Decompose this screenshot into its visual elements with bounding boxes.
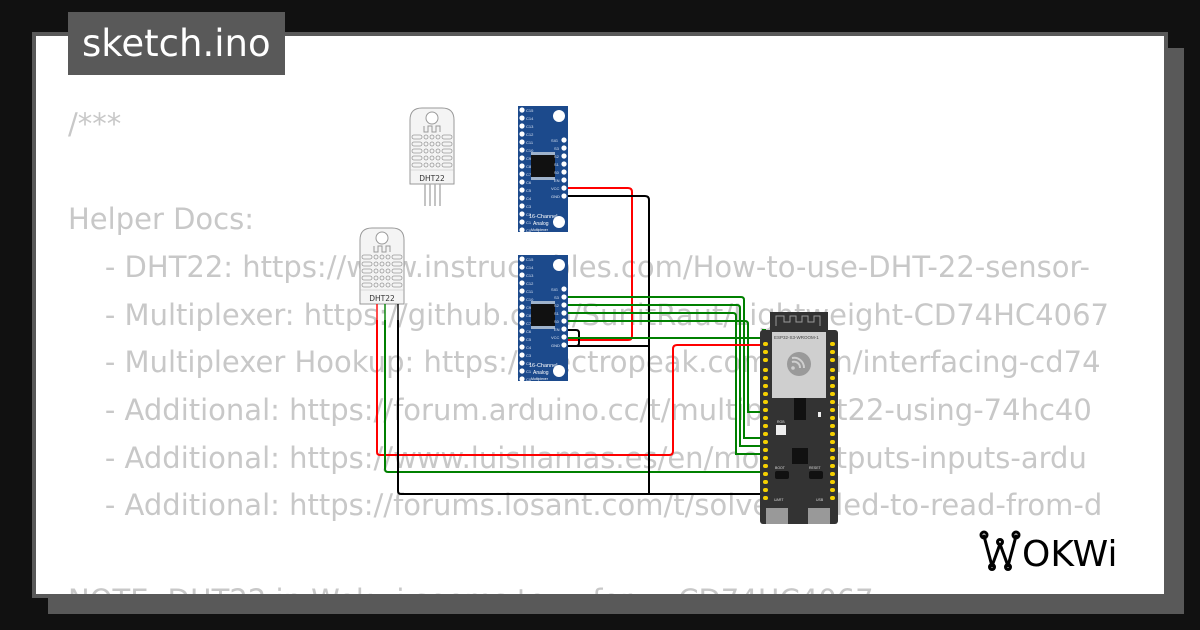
module-label: ESP32-S3-WROOM-1 bbox=[774, 335, 819, 340]
code-line: - Additional: https://www.luisllamas.es/… bbox=[68, 441, 1087, 475]
usb-port[interactable] bbox=[808, 508, 830, 524]
logo-text: OKWi bbox=[1022, 534, 1117, 575]
svg-text:DHT22: DHT22 bbox=[369, 294, 395, 303]
uart-usb-port[interactable] bbox=[766, 508, 788, 524]
multiplexer-top[interactable] bbox=[518, 106, 568, 233]
preview-panel: /*** Helper Docs: - DHT22: https://www.i… bbox=[32, 32, 1168, 598]
wokwi-logo-icon: OKWi bbox=[979, 530, 1117, 575]
svg-text:RGB: RGB bbox=[777, 420, 785, 424]
code-line: NOTE: DHT22 in Wokwi seems to ... for ..… bbox=[68, 577, 910, 594]
svg-text:UART: UART bbox=[774, 498, 784, 502]
svg-text:USB: USB bbox=[816, 498, 824, 502]
dht22-sensor-top[interactable]: DHT22 bbox=[409, 107, 455, 206]
boot-button[interactable] bbox=[775, 471, 789, 479]
code-line: - Additional: https://forum.arduino.cc/t… bbox=[68, 393, 1092, 427]
reset-button[interactable] bbox=[809, 471, 823, 479]
code-line: /*** bbox=[68, 107, 122, 141]
wifi-logo-icon bbox=[787, 352, 811, 376]
code-line: Helper Docs: bbox=[68, 202, 254, 236]
svg-text:DHT22: DHT22 bbox=[419, 174, 445, 183]
esp32-s3-board[interactable]: ESP32-S3-WROOM-1 RGB BOOT RESET UART USB bbox=[760, 312, 838, 524]
wires bbox=[376, 187, 766, 495]
svg-text:RESET: RESET bbox=[809, 466, 822, 470]
code-view: /*** Helper Docs: - DHT22: https://www.i… bbox=[68, 36, 1137, 594]
dht22-sensor-bottom[interactable]: DHT22 bbox=[359, 227, 405, 322]
code-line: - Multiplexer: https://github.com/SunitR… bbox=[68, 298, 1109, 332]
svg-text:BOOT: BOOT bbox=[775, 466, 786, 470]
file-tab[interactable]: sketch.ino bbox=[68, 12, 285, 75]
multiplexer-bottom[interactable] bbox=[518, 255, 568, 382]
